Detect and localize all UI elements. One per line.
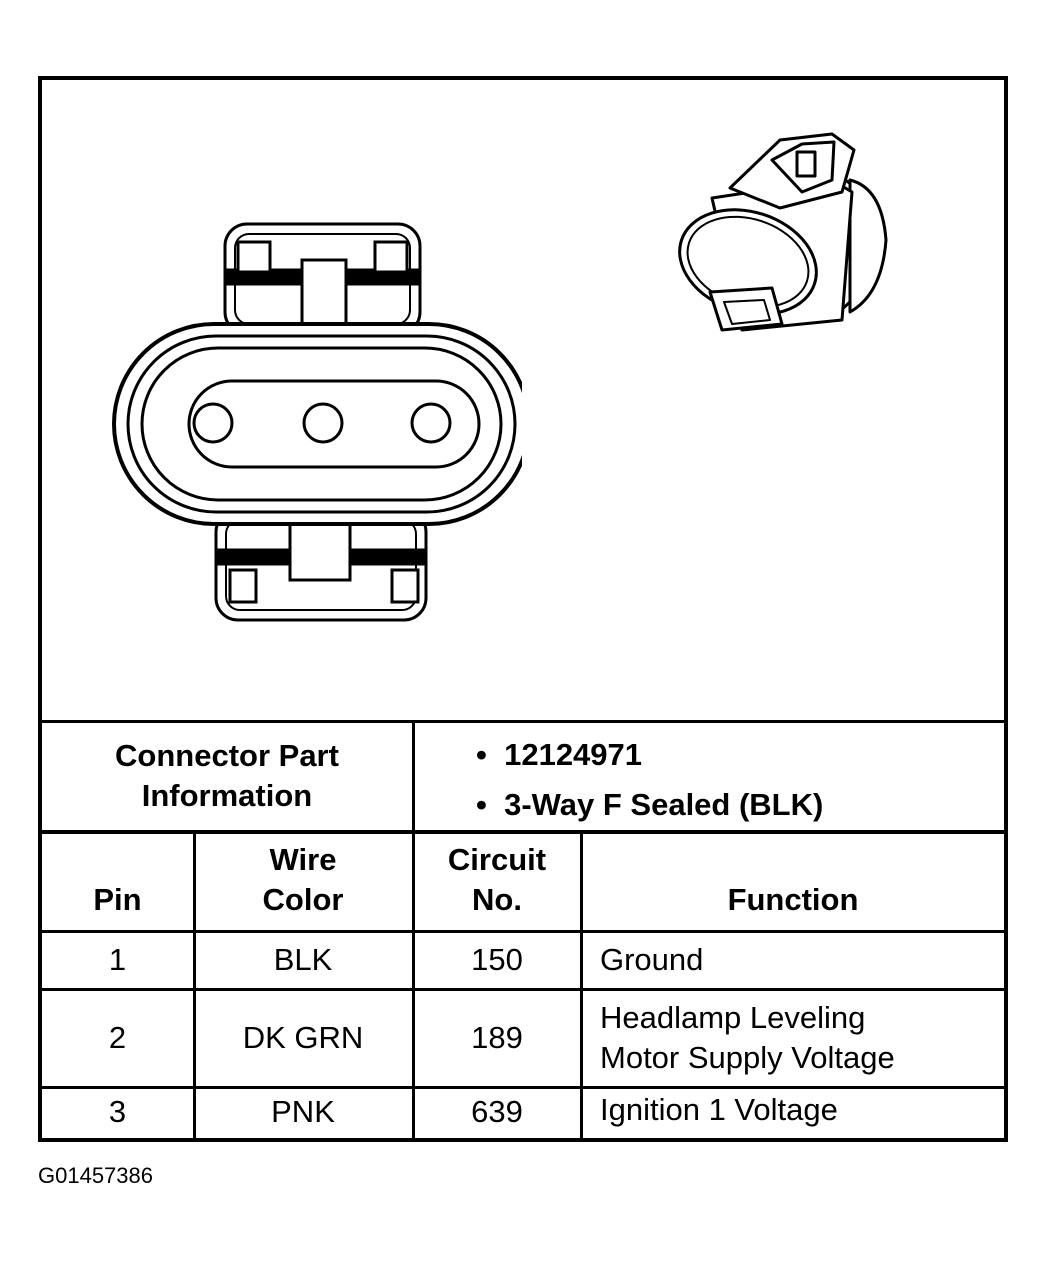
row3-wire: PNK: [271, 1094, 335, 1129]
col-header-pin: Pin: [93, 882, 142, 917]
diagram-frame: Connector Part Information • 12124971 • …: [38, 76, 1008, 1142]
row2-circuit: 189: [471, 1020, 523, 1055]
pinout-table: Connector Part Information • 12124971 • …: [42, 720, 1004, 1138]
row3-circuit: 639: [471, 1094, 523, 1129]
connector-info-label: Connector Part Information: [42, 736, 412, 816]
col-header-wire-line1: Wire: [269, 842, 337, 877]
connector-info-items: • 12124971 • 3-Way F Sealed (BLK): [476, 730, 823, 830]
connector-drawing-area: [42, 80, 1004, 720]
pin-cavity-2: [302, 402, 344, 444]
row3-function: Ignition 1 Voltage: [600, 1092, 838, 1127]
iso-top-lock: [728, 132, 856, 210]
row3-pin: 3: [108, 1094, 127, 1129]
col-header-function: Function: [727, 882, 859, 917]
iso-bottom-tab: [708, 286, 784, 332]
row1-circuit: 150: [471, 942, 523, 977]
row2-function: Headlamp Leveling Motor Supply Voltage: [600, 998, 895, 1078]
pin-cavity-3: [410, 402, 452, 444]
col-header-wire-line2: Color: [262, 882, 344, 917]
connector-face-view: [112, 222, 522, 622]
row2-wire: DK GRN: [242, 1020, 364, 1055]
connector-info-label-line1: Connector Part: [115, 738, 339, 773]
row2-pin: 2: [108, 1020, 127, 1055]
connector-info-label-line2: Information: [141, 778, 313, 813]
col-header-circuit-line2: No.: [472, 882, 522, 917]
col-header-wire-color: Wire Color: [193, 840, 413, 920]
connector-description: • 3-Way F Sealed (BLK): [476, 787, 824, 822]
row1-function: Ground: [600, 942, 704, 977]
row1-pin: 1: [108, 942, 127, 977]
connector-part-number: • 12124971: [476, 737, 643, 772]
row2-function-line2: Motor Supply Voltage: [600, 1040, 895, 1075]
col-header-circuit-no: Circuit No.: [412, 840, 582, 920]
row1-wire: BLK: [273, 942, 333, 977]
row2-function-line1: Headlamp Leveling: [600, 1000, 866, 1035]
pin-cavity-1: [192, 402, 234, 444]
col-header-circuit-line1: Circuit: [447, 842, 547, 877]
figure-id: G01457386: [38, 1163, 153, 1188]
iso-front-face: [678, 208, 818, 316]
